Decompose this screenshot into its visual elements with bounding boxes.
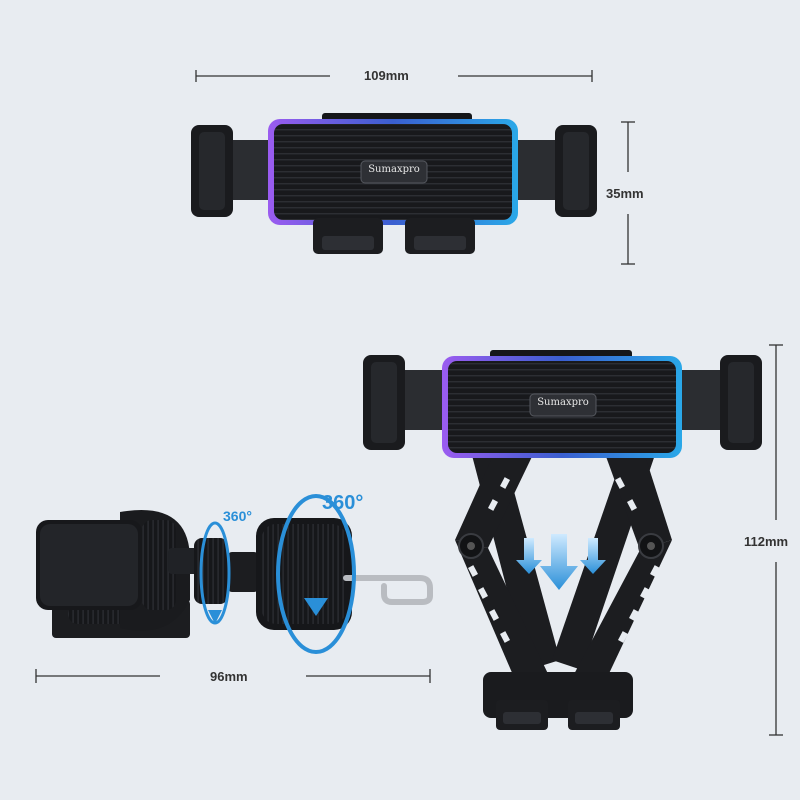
length-dimension-line <box>35 669 431 683</box>
rotation-arrow-small-icon <box>199 521 231 625</box>
brand-logo-extended: Sumaxpro <box>537 397 589 408</box>
width-label: 109mm <box>364 68 409 83</box>
width-dimension-line <box>195 70 593 82</box>
height-label: 112mm <box>744 534 789 549</box>
brand-logo-top: Sumaxpro <box>368 164 420 175</box>
depth-dimension-line <box>621 121 635 265</box>
holder-extended-view <box>363 350 762 730</box>
rotation-arrow-large-icon <box>276 494 356 654</box>
length-label: 96mm <box>210 669 248 684</box>
holder-side-view <box>36 510 433 638</box>
height-dimension-line <box>769 344 783 736</box>
rotation-small-label: 360° <box>223 508 252 524</box>
rotation-large-label: 360° <box>322 492 364 514</box>
compress-arrows-icon <box>516 534 606 590</box>
holder-top-view <box>191 113 597 254</box>
depth-label: 35mm <box>606 186 644 201</box>
